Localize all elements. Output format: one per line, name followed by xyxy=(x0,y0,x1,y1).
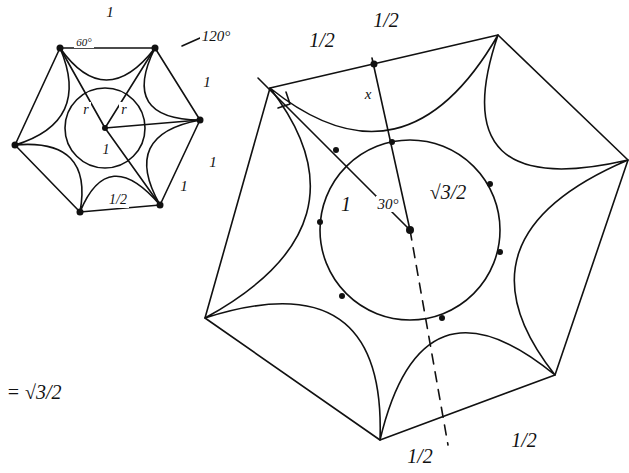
dimension-label: 1 xyxy=(339,193,353,215)
dimension-label: 1/2 xyxy=(371,9,401,31)
dimension-label: 1/2 xyxy=(107,192,129,207)
dimension-label: r xyxy=(119,102,128,117)
dimension-label: √3/2 xyxy=(428,181,469,203)
dimension-label: 60° xyxy=(74,36,93,48)
dimension-label: 120° xyxy=(200,28,233,45)
dimension-label: 30° xyxy=(376,196,401,213)
dimension-label: 1 xyxy=(207,154,219,171)
dimension-label: 1 xyxy=(178,178,190,195)
dimension-label: 1 xyxy=(101,142,112,157)
dimension-label: = √3/2 xyxy=(4,381,63,403)
dimension-label: 1/2 xyxy=(307,29,337,51)
dimension-label: 1/2 xyxy=(405,445,435,467)
dimension-label: 1/2 xyxy=(509,429,539,451)
dimension-label: r xyxy=(81,102,90,117)
dimension-label: x xyxy=(363,86,374,103)
dimension-label: 1 xyxy=(104,4,116,21)
dimension-label: 1 xyxy=(201,74,213,91)
